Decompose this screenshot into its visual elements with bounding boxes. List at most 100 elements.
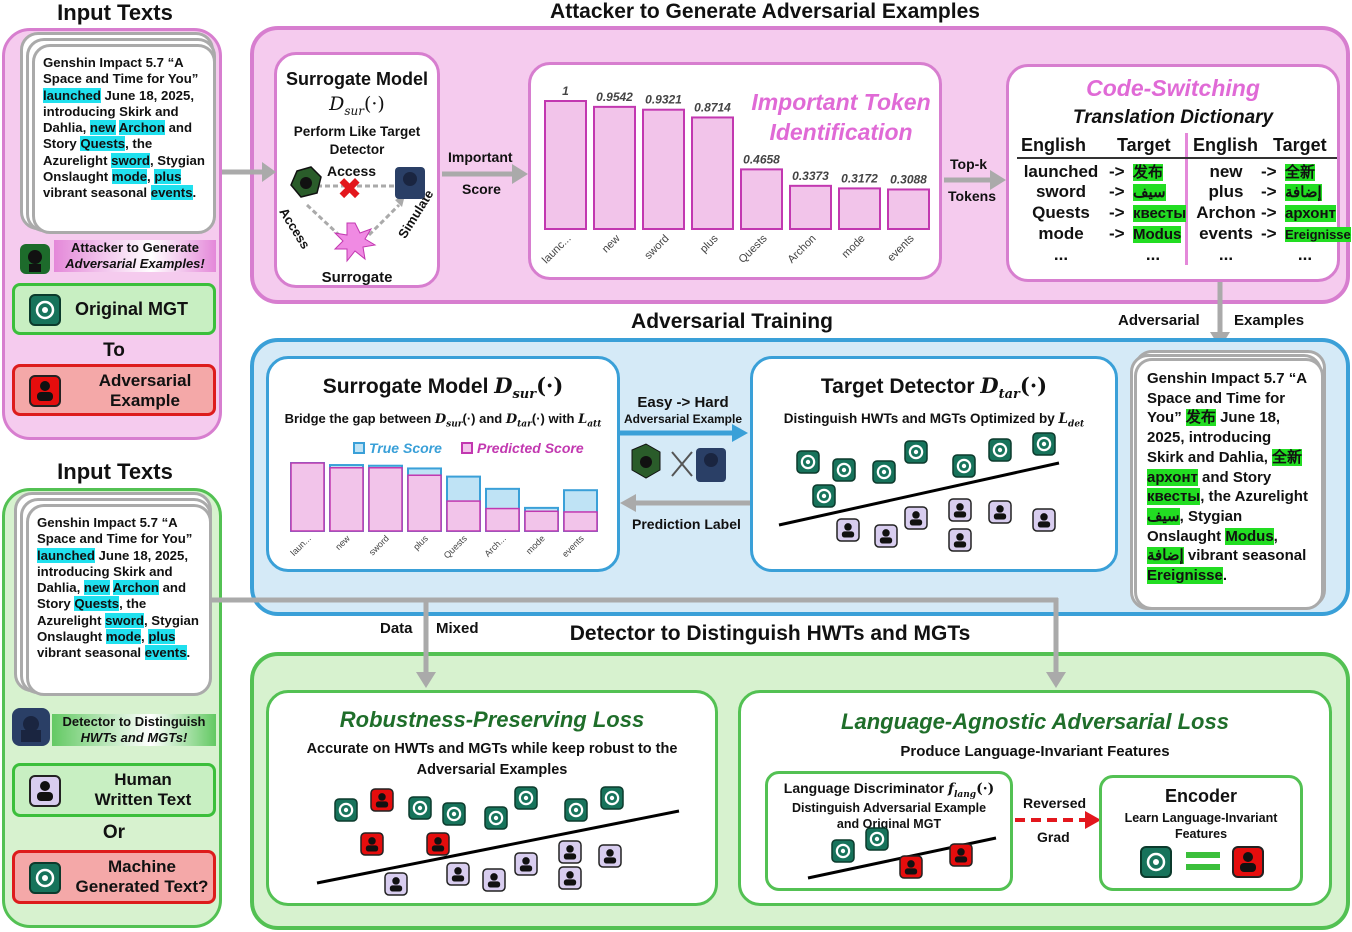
chatgpt-icon xyxy=(1032,432,1056,456)
language-agnostic-title: Language-Agnostic Adversarial Loss xyxy=(841,709,1229,734)
arrow-prediction-label xyxy=(620,494,750,512)
bar-Quests xyxy=(740,168,783,230)
detector-label: Detector to Distinguish HWTs and MGTs! xyxy=(52,714,216,746)
chatgpt-icon xyxy=(865,827,889,851)
person-icon xyxy=(446,862,470,886)
language-agnostic-card: Language-Agnostic Adversarial Loss Produ… xyxy=(738,690,1332,906)
legend-true-swatch xyxy=(353,442,365,454)
dict-target: ... xyxy=(1297,245,1313,264)
arrow-easy-hard xyxy=(620,424,748,442)
pred-bar-mode xyxy=(524,510,559,532)
bar-value-label: 0.3172 xyxy=(841,171,878,185)
topk-label: Top-k xyxy=(950,156,988,172)
dict-arrow: -> xyxy=(1261,182,1277,201)
detector-scatter xyxy=(778,432,1060,552)
pred-bar-events xyxy=(563,511,598,532)
surrogate-model-card: Surrogate Model Dsur(·) Bridge the gap b… xyxy=(266,356,620,572)
prediction-label: Prediction Label xyxy=(632,516,741,532)
dict-target: إضافة xyxy=(1285,184,1322,201)
tick-label: new xyxy=(600,233,623,256)
chatgpt-icon xyxy=(408,796,432,820)
tick-label: mode xyxy=(524,533,547,556)
dictionary-row: mode->Modus xyxy=(1013,224,1182,245)
target-detector-card: Target Detector Dtar(·) Distinguish HWTs… xyxy=(750,356,1118,572)
chatgpt-icon xyxy=(904,440,928,464)
person-icon xyxy=(482,868,506,892)
bar-value-label: 0.3088 xyxy=(890,172,927,186)
dictionary-row: ...... xyxy=(1191,245,1325,266)
data-label: Data xyxy=(380,620,413,637)
person-icon xyxy=(29,775,61,807)
legend-pred-swatch xyxy=(461,442,473,454)
dict-arrow: -> xyxy=(1261,224,1277,243)
robustness-card: Robustness-Preserving Loss Accurate on H… xyxy=(266,690,718,906)
robustness-scatter xyxy=(316,786,680,896)
pred-bar-Arch... xyxy=(485,507,520,532)
tick-label: launc... xyxy=(540,233,574,267)
dictionary-row: plus->إضافة xyxy=(1191,182,1322,203)
dict-english: new xyxy=(1209,162,1243,181)
dict-target: سيف xyxy=(1133,184,1166,201)
person-icon xyxy=(360,832,384,856)
detector-title: Detector to Distinguish HWTs and MGTs xyxy=(569,622,971,645)
bar-events xyxy=(887,188,930,231)
examples-label: Examples xyxy=(1234,312,1305,329)
discriminator-scatter xyxy=(807,827,997,880)
tick-label: events xyxy=(885,232,917,264)
chatgpt-icon xyxy=(29,294,61,326)
dictionary-divider xyxy=(1185,133,1188,265)
dictionary-subtitle: Translation Dictionary xyxy=(1072,107,1274,128)
bar-value-label: 0.8714 xyxy=(694,100,731,114)
person-icon xyxy=(948,528,972,552)
chatgpt-icon xyxy=(600,786,624,810)
arrow-input-to-surrogate xyxy=(222,162,276,182)
dict-english: Archon xyxy=(1196,203,1256,222)
svg-text:✖: ✖ xyxy=(337,172,362,207)
person-icon xyxy=(29,375,61,407)
data-flow-arrows xyxy=(212,597,1066,688)
dict-english: launched xyxy=(1023,162,1099,181)
tick-label: Quests xyxy=(442,533,470,561)
attack-vs-detector-icons xyxy=(631,443,726,482)
chatgpt-icon xyxy=(796,450,820,474)
access-label: Access xyxy=(327,163,377,179)
language-discriminator-box: Language Discriminator flang(·) Distingu… xyxy=(765,771,1013,891)
dict-english: mode xyxy=(1038,224,1084,243)
dictionary-row: Archon->архонт xyxy=(1191,203,1336,224)
dictionary-row: events->Ereignisse xyxy=(1191,224,1351,245)
bar-new xyxy=(593,105,636,231)
tick-label: Quests xyxy=(736,232,769,265)
person-icon xyxy=(904,506,928,530)
chatgpt-icon xyxy=(29,862,61,894)
equals-top xyxy=(1186,852,1220,858)
important-label: Important xyxy=(448,149,513,165)
header-target-right: Target xyxy=(1273,135,1327,155)
bar-value-label: 0.3373 xyxy=(792,169,829,183)
person-icon xyxy=(558,866,582,890)
chatgpt-icon xyxy=(442,802,466,826)
person-icon xyxy=(370,788,394,812)
person-icon xyxy=(874,524,898,548)
tick-label: events xyxy=(560,533,586,559)
bar-sword xyxy=(642,108,685,230)
bar-plus xyxy=(691,116,734,230)
chatgpt-icon xyxy=(872,460,896,484)
legend-predicted-score: Predicted Score xyxy=(477,440,584,456)
person-icon xyxy=(598,844,622,868)
target-detector-desc: Distinguish HWTs and MGTs Optimized by L… xyxy=(783,411,1085,430)
dictionary-row: Quests->квесты xyxy=(1013,203,1187,224)
person-icon xyxy=(384,872,408,896)
dict-arrow: -> xyxy=(1109,182,1125,201)
tick-label: sword xyxy=(367,533,391,557)
person-icon xyxy=(988,500,1012,524)
dict-english: Quests xyxy=(1032,203,1090,222)
importance-bar-chart: 1launc...0.9542new0.9321sword0.8714plus0… xyxy=(540,84,930,267)
adversarial-label: Adversarial xyxy=(1118,312,1200,329)
